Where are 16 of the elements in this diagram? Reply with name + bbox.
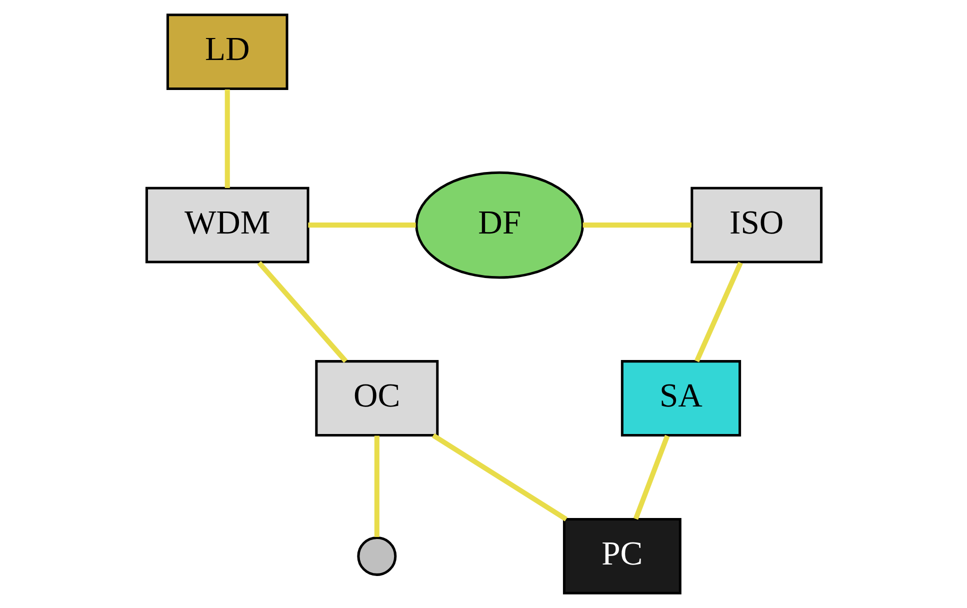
connector bbox=[308, 222, 416, 228]
connector bbox=[374, 436, 379, 538]
connector bbox=[256, 261, 348, 363]
node-box: SA bbox=[620, 360, 741, 436]
node-box: WDM bbox=[144, 186, 309, 264]
connector bbox=[224, 90, 230, 188]
connector bbox=[582, 222, 691, 228]
node-ellipse: DF bbox=[414, 171, 584, 279]
connector bbox=[431, 433, 568, 522]
node-box: PC bbox=[562, 518, 681, 594]
connector bbox=[632, 434, 670, 520]
node-box: OC bbox=[314, 360, 438, 436]
connector bbox=[694, 262, 742, 362]
node-box: LD bbox=[166, 14, 288, 90]
node-box: ISO bbox=[690, 186, 822, 264]
node-circle bbox=[356, 536, 396, 576]
